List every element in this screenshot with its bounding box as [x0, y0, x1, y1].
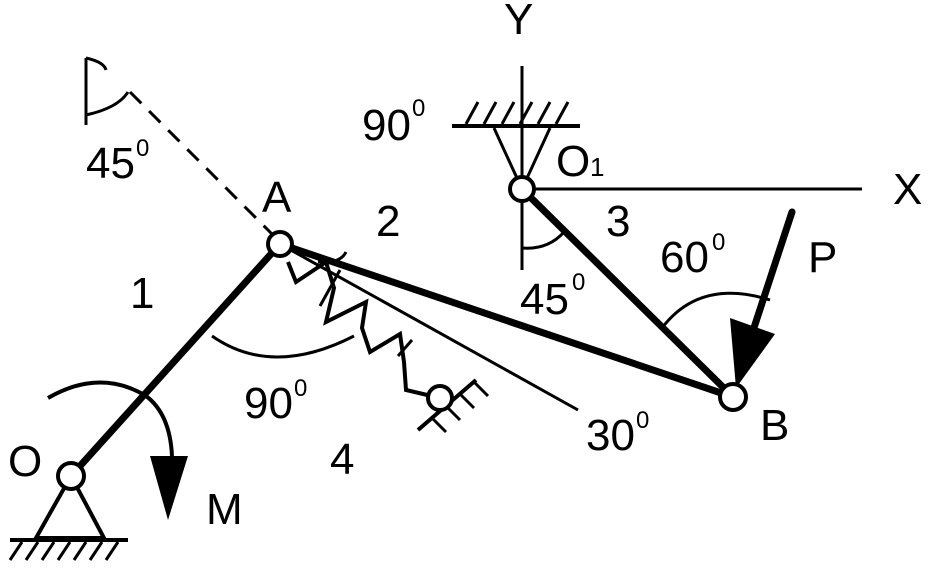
- label-point-o: O: [8, 437, 42, 486]
- label-point-a: A: [262, 173, 292, 222]
- link-3-rod: [518, 185, 737, 401]
- angle-label-top-left: 45: [86, 139, 135, 188]
- label-y-axis: Y: [504, 0, 533, 44]
- angle-arc-a-90: [211, 334, 355, 359]
- ground-support-o1: [452, 101, 580, 190]
- angle-label-a-unit: 0: [294, 375, 307, 402]
- label-link-3: 3: [606, 197, 630, 246]
- angle-label-o1-top: 90: [362, 101, 411, 150]
- spring-tick-2: [396, 339, 414, 357]
- angle-arc-b-60: [660, 291, 771, 329]
- label-point-b: B: [760, 401, 789, 450]
- moment-arc: [47, 380, 174, 457]
- joint-o: [56, 461, 86, 491]
- label-link-2: 2: [376, 197, 400, 246]
- label-x-axis: X: [893, 165, 922, 214]
- spring-4: [286, 258, 441, 400]
- angle-arc-o1-45: [521, 230, 566, 250]
- angle-label-b-unit: 0: [712, 229, 725, 256]
- label-point-o1: O: [556, 137, 590, 186]
- angle-label-b: 60: [660, 233, 709, 282]
- joint-o1: [508, 175, 536, 203]
- link-2-rod: [276, 240, 737, 401]
- joint-b: [718, 382, 748, 412]
- joint-a: [266, 230, 294, 258]
- angle-label-top-left-unit: 0: [136, 135, 149, 162]
- angle-label-o1-top-unit: 0: [412, 95, 425, 122]
- angle-label-spring: 30: [586, 411, 635, 460]
- label-point-o1-subscript: 1: [590, 152, 604, 182]
- link-1-rod: [67, 240, 284, 480]
- angle-label-a: 90: [244, 379, 293, 428]
- label-link-1: 1: [130, 269, 154, 318]
- spring-ground: [416, 378, 490, 434]
- angle-label-o1-bottom: 45: [520, 275, 569, 324]
- spring-tick-1: [318, 269, 342, 307]
- label-force-p: P: [808, 233, 837, 282]
- angle-label-o1-bottom-unit: 0: [572, 269, 585, 296]
- angle-mark-top-left: [84, 56, 130, 125]
- angle-arc-a-small: [317, 251, 348, 264]
- moment-arrowhead: [150, 456, 188, 520]
- angle-label-spring-unit: 0: [636, 407, 649, 434]
- ground-support-o: [8, 471, 128, 561]
- force-p-arrowhead: [730, 318, 775, 388]
- label-moment-m: M: [206, 485, 243, 534]
- dashed-reference-line: [128, 90, 274, 236]
- label-spring-4: 4: [330, 435, 354, 484]
- joint-spring-ground: [426, 384, 454, 412]
